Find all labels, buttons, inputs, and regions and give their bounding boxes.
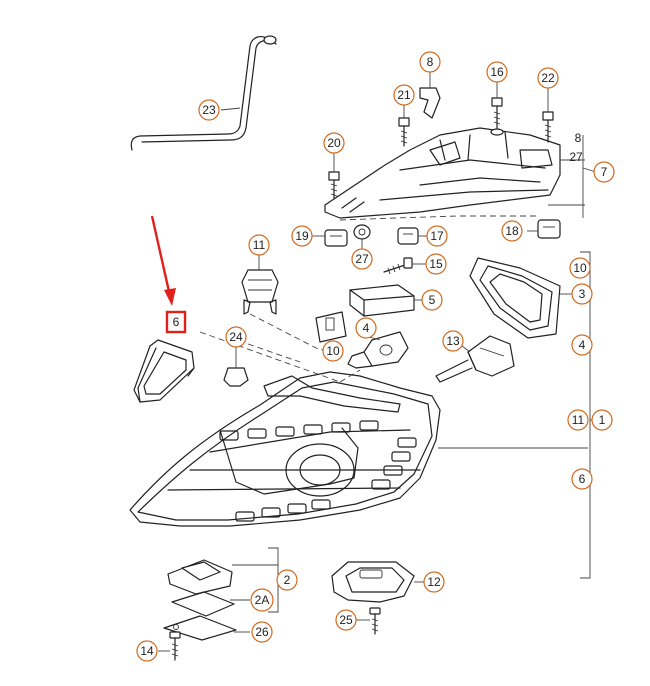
- highlight-arrow: [150, 215, 176, 306]
- adjuster-17-part: [397, 227, 428, 245]
- svg-text:2: 2: [284, 573, 291, 587]
- svg-text:10: 10: [326, 344, 340, 358]
- svg-text:10: 10: [573, 261, 587, 275]
- screw-25-part: [356, 607, 381, 635]
- callout-17: 17: [426, 225, 448, 247]
- screw-15-part: [383, 257, 426, 275]
- callout-15: 15: [425, 253, 447, 275]
- xenon-bulb-13-part: [435, 335, 515, 383]
- callout-16: 16: [486, 61, 508, 83]
- callout-18: 18: [501, 220, 523, 242]
- grommet-27-part: [353, 224, 371, 250]
- callout-20: 20: [323, 132, 345, 154]
- svg-text:24: 24: [229, 330, 243, 344]
- svg-text:25: 25: [339, 613, 353, 627]
- callout-8-top: 8: [419, 51, 441, 73]
- callout-27: 27: [351, 248, 373, 270]
- svg-text:8: 8: [427, 55, 434, 69]
- svg-text:26: 26: [255, 625, 269, 639]
- ring-6-part: [133, 339, 195, 403]
- svg-text:6: 6: [579, 472, 586, 486]
- screw-21-part: [398, 104, 410, 147]
- callout-3: 3: [571, 283, 593, 305]
- control-module-5-part: [349, 284, 424, 317]
- callout-12: 12: [423, 571, 445, 593]
- svg-text:1: 1: [599, 413, 606, 427]
- callout-27-side: 27: [569, 150, 583, 164]
- highlight-box: 6: [165, 310, 187, 334]
- svg-text:21: 21: [397, 88, 411, 102]
- washer-hose-part: [130, 35, 277, 151]
- svg-text:12: 12: [427, 575, 441, 589]
- callout-7: 7: [593, 161, 615, 183]
- svg-text:2A: 2A: [255, 593, 270, 607]
- callout-13: 13: [442, 330, 464, 352]
- screw-20-part: [328, 152, 340, 199]
- svg-text:11: 11: [253, 238, 266, 252]
- screw-22-part: [542, 86, 554, 143]
- callout-2a: 2A: [250, 588, 274, 612]
- bulb-11-part: [241, 254, 279, 315]
- callout-4-right: 4: [571, 334, 593, 356]
- svg-text:27: 27: [355, 252, 369, 266]
- callout-26: 26: [251, 621, 273, 643]
- callout-14: 14: [136, 640, 158, 662]
- clip-part: [419, 72, 441, 119]
- svg-text:7: 7: [601, 165, 608, 179]
- svg-text:8: 8: [575, 131, 582, 145]
- adjuster-18-part: [527, 219, 561, 239]
- callout-10-right: 10: [569, 257, 591, 279]
- svg-text:16: 16: [490, 65, 504, 79]
- svg-text:27: 27: [569, 150, 583, 164]
- gasket-3-part: [469, 257, 574, 339]
- svg-text:11: 11: [572, 413, 585, 427]
- svg-text:5: 5: [429, 293, 436, 307]
- svg-text:13: 13: [446, 334, 460, 348]
- plug-24-part: [223, 346, 249, 387]
- callout-11-left: 11: [248, 234, 270, 256]
- svg-text:22: 22: [541, 71, 555, 85]
- svg-text:15: 15: [429, 257, 443, 271]
- highlighted-part-number: 6: [173, 315, 180, 329]
- svg-text:19: 19: [295, 229, 309, 243]
- callout-4-mid: 4: [355, 317, 377, 339]
- svg-text:20: 20: [327, 136, 341, 150]
- adjuster-19-part: [312, 229, 348, 247]
- callout-21: 21: [393, 84, 415, 106]
- ignitor-4-part: [347, 331, 409, 369]
- cap-12-part: [331, 561, 424, 603]
- callout-10-mid: 10: [322, 340, 344, 362]
- svg-text:14: 14: [140, 644, 154, 658]
- callout-22: 22: [537, 67, 559, 89]
- cover-2-part: [163, 547, 279, 641]
- svg-text:23: 23: [202, 103, 216, 117]
- callout-5: 5: [421, 289, 443, 311]
- screw-14-part: [158, 631, 181, 661]
- callout-11-right: 11: [567, 409, 589, 431]
- svg-text:3: 3: [579, 287, 586, 301]
- headlight-bracket-part: [324, 127, 585, 219]
- svg-text:17: 17: [430, 229, 444, 243]
- callout-24: 24: [225, 326, 247, 348]
- callout-1: 1: [591, 409, 613, 431]
- svg-text:4: 4: [363, 321, 370, 335]
- callout-23: 23: [198, 99, 220, 121]
- callout-2: 2: [276, 569, 298, 591]
- svg-text:18: 18: [505, 224, 519, 238]
- callout-19: 19: [291, 225, 313, 247]
- callout-8-side: 8: [575, 131, 582, 145]
- screw-16-part: [490, 82, 504, 136]
- callout-6-right: 6: [571, 468, 593, 490]
- headlight-housing-1-part: [129, 371, 588, 527]
- svg-text:4: 4: [579, 338, 586, 352]
- callout-25: 25: [335, 609, 357, 631]
